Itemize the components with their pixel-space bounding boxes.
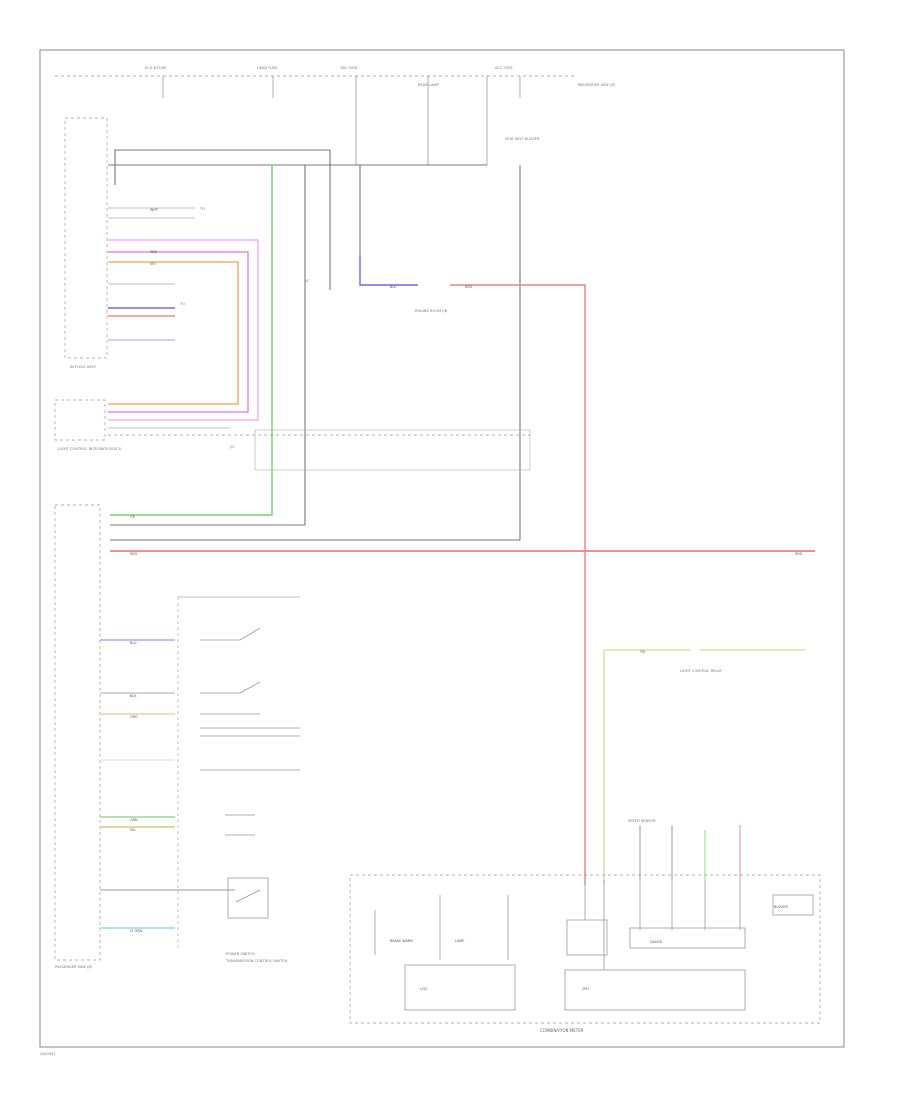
keyless-assembly-box: [64, 117, 108, 359]
blue-wire: [359, 255, 418, 286]
combination-meter-box: [349, 874, 821, 1024]
combo-cpu-label: CPU: [582, 987, 589, 991]
wire-label-wht: WHT: [150, 208, 159, 212]
transmission-switch-label: TRANSMISSION CONTROL SWITCH: [225, 959, 287, 963]
wire-label-red: RED: [130, 552, 137, 556]
top-fuse-ticks: [162, 76, 521, 165]
pink-wire-loop: [108, 239, 259, 421]
light-control-label: LIGHT CONTROL INTEGRATION ECU: [58, 447, 122, 451]
wire-label-gr: GR: [130, 515, 136, 519]
combo-inner-parts: [374, 880, 814, 1011]
fuse-3-label: TAIL FUSE: [339, 66, 359, 70]
gray-stubs: [108, 207, 230, 429]
light-relay-label: LIGHT CONTROL RELAY: [680, 669, 723, 673]
combo-gauge-label: GAUGE: [650, 940, 662, 944]
seat-belt-label: SEAT BELT BUZZER: [505, 137, 540, 141]
rear-lamp-label: REAR LAMP: [418, 83, 440, 87]
combo-lamp-label: LAMP: [455, 939, 464, 943]
combination-switch-box: [54, 504, 101, 961]
green-wire: [110, 165, 273, 516]
page-code: (W)0001: [40, 1052, 56, 1056]
wire-label-yel: YEL: [130, 828, 136, 832]
engine-room-jb-label: ENGINE ROOM J/B: [415, 309, 448, 313]
yellow-wire: [603, 649, 690, 885]
wire-label-pnk: PNK: [150, 250, 158, 254]
wire-label-grn: GRN: [130, 818, 138, 822]
wire-label-lt-grn: LT GRN: [130, 929, 143, 933]
to-label-1: TO: [199, 207, 205, 211]
passenger-jb-label: PASSENGER SIDE J/B: [578, 83, 615, 87]
to-label-2: TO: [179, 302, 185, 306]
wire-label-vio: VIO: [150, 262, 156, 266]
orange-wire-loop: [108, 261, 239, 405]
wire-label-blk: BLK: [130, 694, 137, 698]
junction-label: J/C: [304, 279, 310, 283]
speed-sensor-label: SPEED SENSOR: [628, 819, 656, 823]
wire-label-yel-2: YEL: [640, 650, 646, 654]
switch-symbols: [200, 627, 300, 919]
fuse-2-label: HEAD FUSE: [257, 66, 278, 70]
wire-label-red-2: RED: [465, 285, 472, 289]
combo-lcd-label: LCD: [420, 987, 427, 991]
red-wire-vertical: [450, 284, 586, 885]
junction-label-2: J/C: [229, 445, 235, 449]
diagram-frame: [39, 49, 845, 1048]
wire-label-blu: BLU: [130, 641, 137, 645]
combination-switch-label: PASSENGER SIDE J/B: [55, 965, 92, 969]
combo-brake-label: BRAKE WARN: [390, 939, 413, 943]
fuse-4-label: ACC FUSE: [495, 66, 514, 70]
fuse-1-label: ECU-B FUSE: [145, 66, 167, 70]
magenta-wire-loop: [108, 251, 249, 413]
combo-buzzer-label: BUZZER: [774, 905, 789, 909]
wire-label-red-right: RED: [795, 552, 802, 556]
wire-label-org: ORG: [130, 715, 138, 719]
wire-label-blu-2: BLU: [390, 285, 397, 289]
combination-meter-label: COMBINATION METER: [540, 1028, 584, 1033]
light-control-box: [54, 399, 106, 441]
keyless-assembly-label: KEYLESS ASSY: [70, 365, 97, 369]
gray-bus-lines: [108, 149, 521, 541]
power-switch-label: POWER SWITCH: [226, 952, 255, 956]
connector-j4-box: [254, 429, 531, 471]
